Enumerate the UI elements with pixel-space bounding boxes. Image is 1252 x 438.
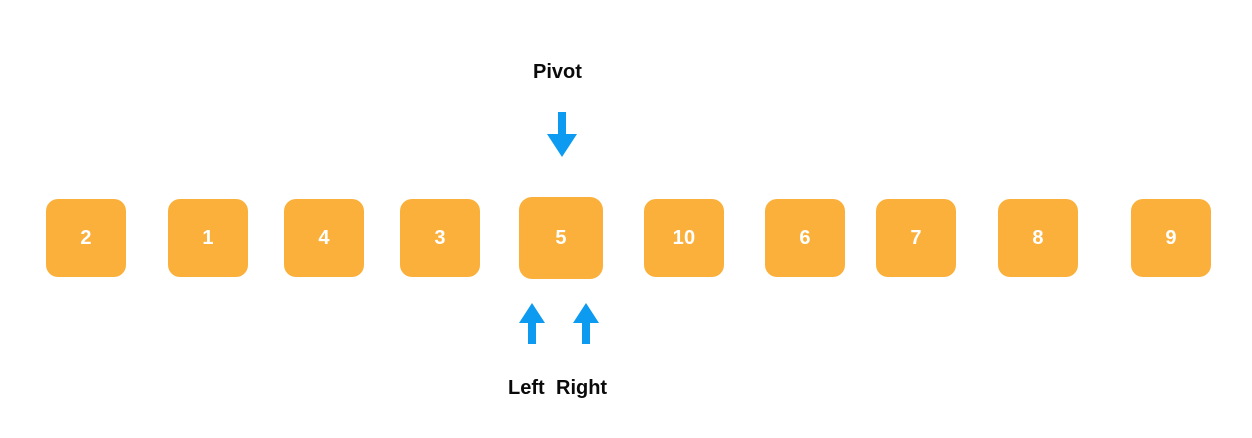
- arrow-down-icon: [546, 112, 578, 158]
- array-cell[interactable]: 4: [284, 199, 364, 277]
- arrow-up-icon: [572, 303, 600, 345]
- array-cell[interactable]: 7: [876, 199, 956, 277]
- array-cell-value: 8: [1032, 227, 1044, 249]
- array-cell-value: 9: [1165, 227, 1177, 249]
- right-pointer-label: Right: [556, 377, 608, 399]
- left-pointer-label: Left: [508, 377, 545, 399]
- arrow-up-icon: [518, 303, 546, 345]
- array-cell-value: 3: [434, 227, 446, 249]
- pivot-label: Pivot: [533, 61, 582, 83]
- array-cell-value: 4: [318, 227, 330, 249]
- array-cell-value: 5: [555, 227, 567, 249]
- array-cell-value: 7: [910, 227, 922, 249]
- array-cell[interactable]: 8: [998, 199, 1078, 277]
- array-cell[interactable]: 10: [644, 199, 724, 277]
- array-cell-value: 1: [202, 227, 214, 249]
- array-cell-pivot[interactable]: 5: [519, 197, 603, 279]
- array-cell[interactable]: 1: [168, 199, 248, 277]
- array-cell-value: 10: [672, 227, 696, 249]
- array-cell[interactable]: 6: [765, 199, 845, 277]
- array-cell[interactable]: 2: [46, 199, 126, 277]
- array-cell-value: 2: [80, 227, 92, 249]
- array-cell[interactable]: 9: [1131, 199, 1211, 277]
- array-cell-value: 6: [799, 227, 811, 249]
- array-cell[interactable]: 3: [400, 199, 480, 277]
